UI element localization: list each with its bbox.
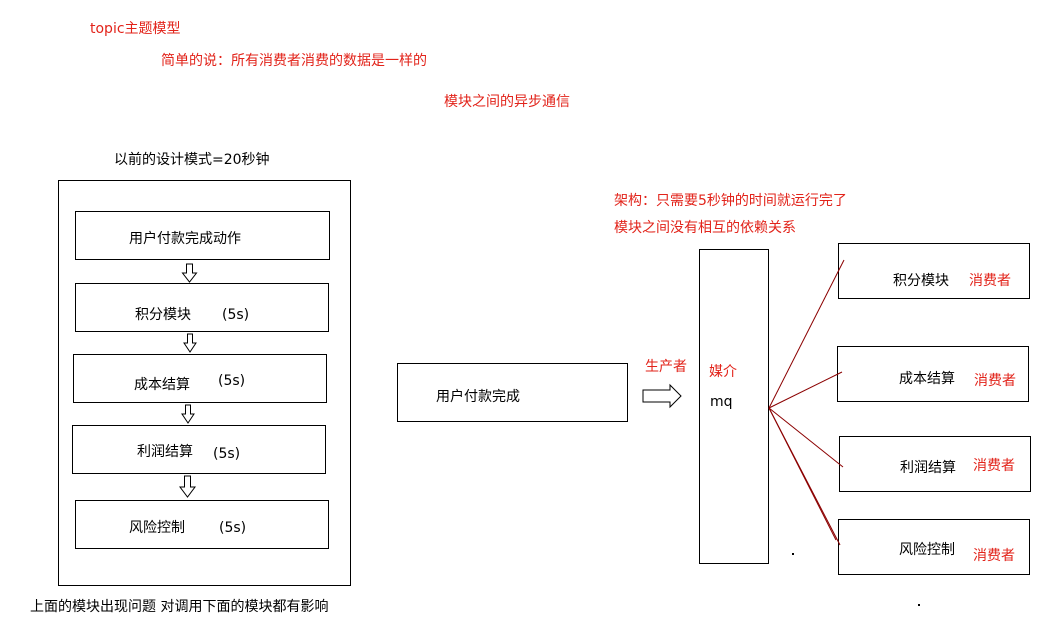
down-arrow-icon: [179, 475, 196, 498]
connector-line: [768, 259, 845, 409]
producer-label: 用户付款完成: [436, 389, 520, 405]
broker-role: 媒介: [709, 364, 737, 380]
consumer-role: 消费者: [973, 548, 1015, 564]
old-step-label: 风险控制: [129, 520, 185, 536]
right-arrow-icon: [642, 383, 682, 409]
consumer-label: 利润结算: [900, 460, 956, 476]
diagram-subtitle: 简单的说：所有消费者消费的数据是一样的: [161, 53, 427, 69]
consumer-role: 消费者: [973, 458, 1015, 474]
old-step-box: 成本结算 (5s): [73, 354, 327, 403]
old-step-box: 用户付款完成动作: [75, 211, 330, 260]
old-step-label: 利润结算: [137, 444, 193, 460]
consumer-label: 积分模块: [893, 273, 949, 289]
consumer-label: 风险控制: [899, 542, 955, 558]
connector-line: [768, 407, 837, 541]
old-step-time: (5s): [218, 373, 246, 389]
old-step-label: 成本结算: [134, 377, 190, 393]
old-step-time: (5s): [213, 446, 241, 462]
down-arrow-icon: [183, 333, 197, 353]
connector-line: [768, 407, 844, 468]
old-step-box: 风险控制 (5s): [75, 500, 329, 549]
mq-broker-box: 媒介 mq: [699, 249, 769, 564]
dot-mark: [792, 553, 794, 555]
producer-role: 生产者: [645, 359, 687, 375]
old-step-box: 积分模块 (5s): [75, 283, 329, 332]
producer-box: 用户付款完成: [397, 363, 628, 422]
consumer-role: 消费者: [974, 373, 1016, 389]
new-design-note-2: 模块之间没有相互的依赖关系: [614, 220, 796, 236]
dot-mark: [918, 604, 920, 606]
down-arrow-icon: [181, 404, 195, 424]
down-arrow-icon: [181, 263, 198, 283]
consumer-box: 风险控制 消费者: [838, 519, 1030, 575]
broker-name: mq: [710, 394, 733, 410]
consumer-box: 积分模块 消费者: [838, 243, 1030, 299]
old-step-label: 积分模块: [135, 307, 191, 323]
connector-line: [768, 371, 843, 409]
old-step-box: 利润结算 (5s): [72, 425, 326, 474]
old-step-label: 用户付款完成动作: [129, 231, 241, 247]
old-step-time: (5s): [219, 520, 247, 536]
new-design-note-1: 架构：只需要5秒钟的时间就运行完了: [614, 193, 847, 209]
old-step-time: (5s): [222, 307, 250, 323]
consumer-label: 成本结算: [899, 371, 955, 387]
consumer-box: 成本结算 消费者: [837, 346, 1029, 402]
old-design-title: 以前的设计模式=20秒钟: [114, 152, 270, 168]
old-design-footer-note: 上面的模块出现问题 对调用下面的模块都有影响: [30, 599, 329, 615]
diagram-title: topic主题模型: [90, 21, 181, 37]
consumer-role: 消费者: [969, 273, 1011, 289]
diagram-tagline: 模块之间的异步通信: [444, 94, 570, 110]
